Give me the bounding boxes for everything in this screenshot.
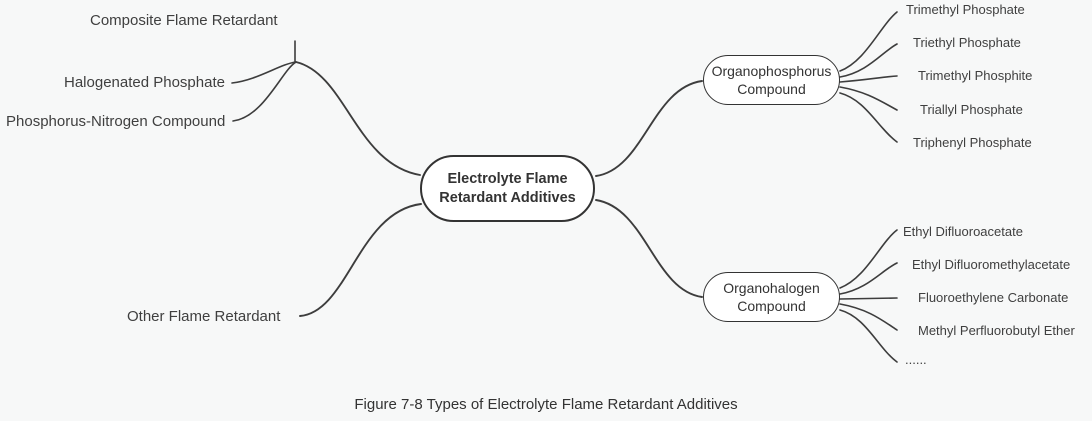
edge-oh-ethyl-difluoroacetate [839, 229, 898, 289]
leaf-label-trimethyl-phosphite: Trimethyl Phosphite [918, 68, 1033, 83]
node-organophosphorus-compound: Organophosphorus Compound [703, 55, 840, 105]
leaf-label-ellipsis-more: ...... [905, 352, 927, 367]
edge-oh-methyl-perfluorobutyl-ether [839, 303, 898, 331]
node-organohalogen-compound: Organohalogen Compound [703, 272, 840, 322]
branch-label-other-flame-retardant: Other Flame Retardant [127, 308, 281, 325]
leaf-label-methyl-perfluorobutyl-ether: Methyl Perfluorobutyl Ether [918, 323, 1075, 338]
edge-other-root [299, 203, 422, 317]
leaf-label-phosphorus-nitrogen-compound: Phosphorus-Nitrogen Compound [6, 113, 226, 130]
edge-op-trimethyl-phosphate [839, 11, 898, 72]
leaf-label-triallyl-phosphate: Triallyl Phosphate [920, 102, 1023, 117]
edge-composite-pn-compound [232, 61, 297, 122]
edge-composite-halogenated [231, 61, 297, 84]
edge-root-organohalogen [595, 199, 703, 298]
branch-label-composite-flame-retardant: Composite Flame Retardant [90, 12, 278, 29]
edge-oh-more [839, 309, 898, 363]
edge-oh-ethyl-difluoromethylacetate [839, 262, 898, 295]
edge-oh-fluoroethylene-carbonate [839, 297, 898, 300]
leaf-label-triphenyl-phosphate: Triphenyl Phosphate [913, 135, 1032, 150]
edge-root-organophosphorus [595, 80, 703, 177]
leaf-label-triethyl-phosphate: Triethyl Phosphate [913, 35, 1021, 50]
figure-caption: Figure 7-8 Types of Electrolyte Flame Re… [354, 396, 738, 413]
edge-composite-root [295, 61, 421, 176]
edge-op-triallyl-phosphate [839, 86, 898, 111]
edge-op-triphenyl-phosphate [839, 92, 898, 143]
leaf-label-ethyl-difluoromethylacetate: Ethyl Difluoromethylacetate [912, 257, 1071, 272]
leaf-label-halogenated-phosphate: Halogenated Phosphate [64, 74, 225, 91]
edge-op-triethyl-phosphate [839, 43, 898, 78]
node-root-electrolyte-flame-retardant-additives: Electrolyte Flame Retardant Additives [420, 155, 595, 222]
leaf-label-trimethyl-phosphate: Trimethyl Phosphate [906, 2, 1025, 17]
edge-op-trimethyl-phosphite [839, 75, 898, 83]
leaf-label-ethyl-difluoroacetate: Ethyl Difluoroacetate [903, 224, 1023, 239]
leaf-label-fluoroethylene-carbonate: Fluoroethylene Carbonate [918, 290, 1069, 305]
